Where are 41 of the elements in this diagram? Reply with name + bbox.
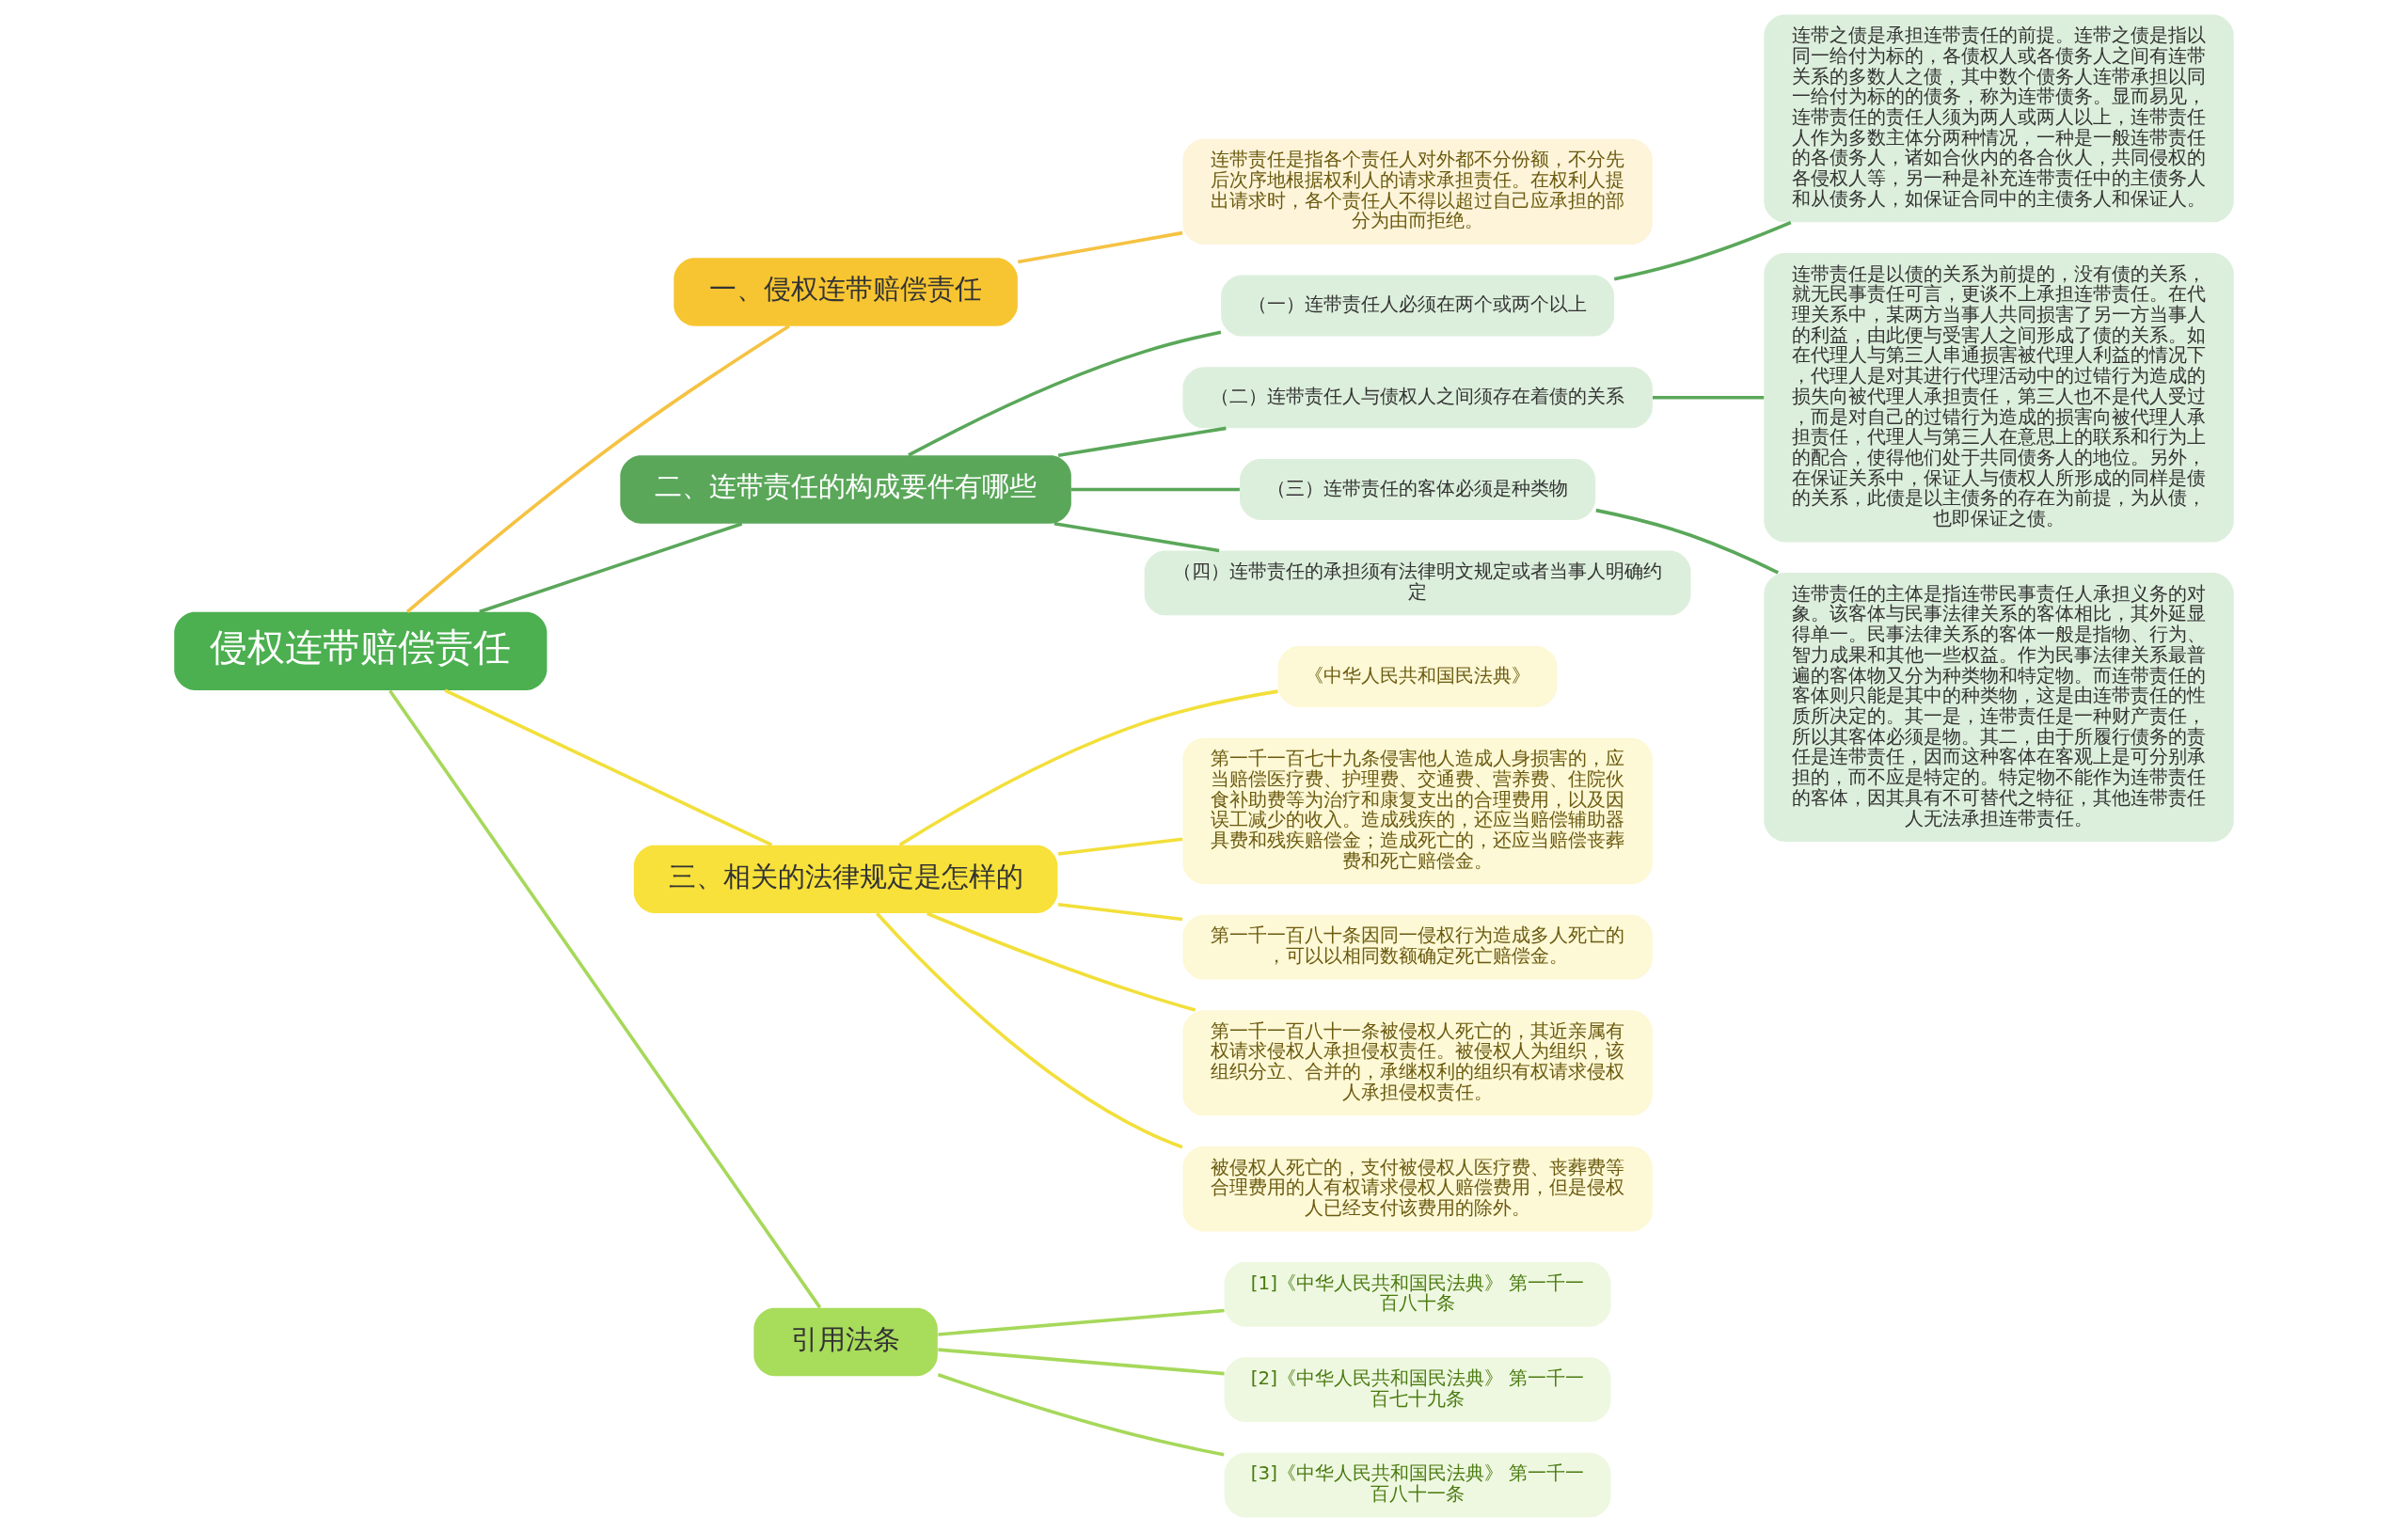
node-box: 连带之债是承担连带责任的前提。连带之债是指以同一给付为标的，各债权人或各债务人之间有连带关系的多数人之债，其中数个债务人连带承担以同一给付为标的的债务，称为连带债务。显而易见，连带责任的责任人须为两人或两人以上，连带责任人作为多数主体分两种情况，一种是一般连带责任的各债务人，诸如合伙内的各合伙人，共同侵权的各侵权人等，另一种是补充连带责任中的主债务人和从债务人，如保证合同中的主债务人和保证人。	[1764, 14, 2234, 223]
connector	[938, 1348, 1225, 1376]
connector	[405, 324, 790, 614]
connector	[1057, 426, 1227, 457]
node-box: （三）连带责任的客体必须是种类物	[1240, 458, 1596, 520]
connector	[444, 688, 773, 847]
connector	[908, 330, 1222, 457]
node-box: [1]《中华人民共和国民法典》 第一千一百八十条	[1224, 1262, 1611, 1327]
node-box: 二、连带责任的构成要件有哪些	[620, 455, 1071, 524]
connector	[1613, 220, 1792, 281]
connector	[1057, 902, 1183, 922]
node-box: [2]《中华人民共和国民法典》 第一千一百七十九条	[1224, 1357, 1611, 1423]
connector	[479, 522, 743, 614]
node-box: 侵权连带赔偿责任	[174, 611, 547, 690]
node-box: 被侵权人死亡的，支付被侵权人医疗费、丧葬费等合理费用的人有权请求侵权人赔偿费用，但是侵权人已经支付该费用的除外。	[1182, 1145, 1653, 1232]
connector	[926, 911, 1196, 1012]
node-box: 连带责任的主体是指连带民事责任人承担义务的对象。该客体与民事法律关系的客体相比，其外延显得单一。民事法律关系的客体一般是指物、行为、智力成果和其他一些权益。作为民事法律关系最普遍的客体物又分为种类物和特定物。而连带责任的客体则只能是其中的种类物，这是由连带责任的性质所决定的。其一是，连带责任是一种财产责任，所以其客体必须是物。其二，由于所履行债务的责任是连带责任，因而这种客体在客观上是可分别承担的，而不应是特定的。特定物不能作为连带责任的客体，因其具有不可替代之特征，其他连带责任人无法承担连带责任。	[1764, 573, 2234, 842]
node-box: （四）连带责任的承担须有法律明文规定或者当事人明确约定	[1144, 550, 1691, 616]
node-box: 引用法条	[753, 1307, 938, 1377]
node-box: 三、相关的法律规定是怎样的	[633, 845, 1058, 913]
node-box: 第一千一百八十一条被侵权人死亡的，其近亲属有权请求侵权人承担侵权责任。被侵权人为组织，该组织分立、合并的，承继权利的组织有权请求侵权人承担侵权责任。	[1182, 1010, 1653, 1116]
connector	[937, 1373, 1225, 1457]
connector	[1653, 395, 1765, 400]
node-box: 第一千一百七十九条侵害他人造成人身损害的，应当赔偿医疗费、护理费、交通费、营养费、住院伙食补助费等为治疗和康复支出的合理费用，以及因误工减少的收入。造成残疾的，还应当赔偿辅助器具费和残疾赔偿金；造成死亡的，还应当赔偿丧葬费和死亡赔偿金。	[1182, 737, 1653, 885]
node-box: （二）连带责任人与债权人之间须存在着债的关系	[1182, 367, 1653, 429]
connector	[1070, 487, 1240, 492]
connector	[898, 689, 1278, 846]
node-box: 《中华人民共和国民法典》	[1277, 645, 1558, 708]
node-box: 连带责任是以债的关系为前提的，没有债的关系，就无民事责任可言，更谈不上承担连带责任。在代理关系中，某两方当事人共同损害了另一方当事人的利益，由此便与受害人之间形成了债的关系。如在代理人与第三人串通损害被代理人利益的情况下，代理人是对其进行代理活动中的过错行为造成的损失向被代理人承担责任，第三人也不是代人受过，而是对自己的过错行为造成的损害向被代理人承担责任，代理人与第三人在意思上的联系和行为上的配合，使得他们处于共同债务人的地位。另外，在保证关系中，保证人与债权人所形成的同样是债的关系，此债是以主债务的存在为前提，为从债，也即保证之债。	[1764, 252, 2234, 543]
connector	[1595, 508, 1780, 575]
connector	[876, 911, 1183, 1149]
node-box: [3]《中华人民共和国民法典》 第一千一百八十一条	[1224, 1452, 1611, 1518]
connector	[938, 1308, 1225, 1336]
node-box: 第一千一百八十条因同一侵权行为造成多人死亡的，可以以相同数额确定死亡赔偿金。	[1182, 914, 1653, 980]
node-box: 连带责任是指各个责任人对外都不分份额，不分先后次序地根据权利人的请求承担责任。在权利人提出请求时，各个责任人不得以超过自己应承担的部分为由而拒绝。	[1182, 138, 1653, 245]
node-box: 一、侵权连带赔偿责任	[673, 258, 1018, 326]
connector	[388, 689, 822, 1309]
connector	[1017, 230, 1183, 264]
node-box: （一）连带责任人必须在两个或两个以上	[1221, 275, 1615, 337]
connector	[1057, 837, 1183, 856]
connector	[1054, 521, 1220, 553]
